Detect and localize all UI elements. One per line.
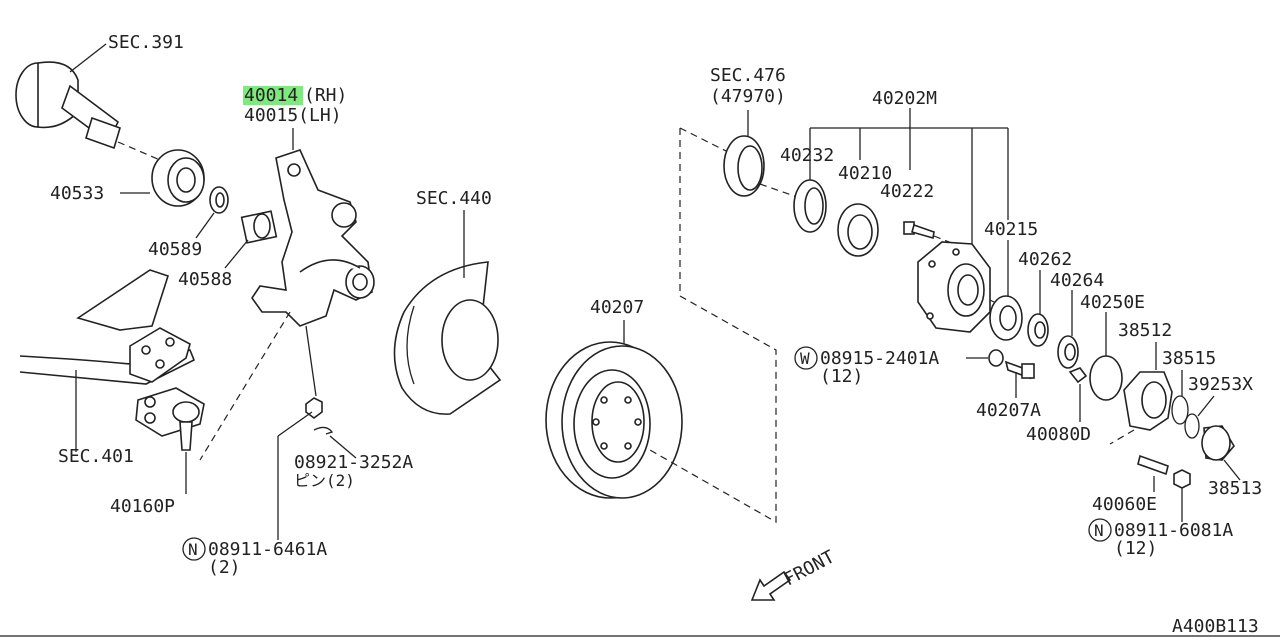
bearing-40210[interactable] xyxy=(837,203,879,257)
bolt-40207a[interactable] xyxy=(1004,360,1035,380)
free-running-hub-38512[interactable] xyxy=(1123,371,1173,431)
label-08911-6461a[interactable]: 08911-6461A xyxy=(208,539,327,560)
bearing-40215[interactable] xyxy=(989,295,1023,341)
w-mark: W xyxy=(800,349,810,368)
snap-ring-39253x[interactable] xyxy=(1184,413,1200,439)
label-sec440[interactable]: SEC.440 xyxy=(416,188,492,209)
label-qty-12b: (12) xyxy=(1114,538,1157,559)
label-40080d[interactable]: 40080D xyxy=(1026,424,1091,445)
label-40215[interactable]: 40215 xyxy=(984,219,1038,240)
bearing-40533[interactable] xyxy=(151,149,205,207)
label-40262[interactable]: 40262 xyxy=(1018,249,1072,270)
cap-38513[interactable] xyxy=(1201,425,1235,461)
label-40060e[interactable]: 40060E xyxy=(1092,494,1157,515)
washer-40262[interactable] xyxy=(1027,313,1049,347)
label-40264[interactable]: 40264 xyxy=(1050,270,1104,291)
wheel-hub-40202m[interactable] xyxy=(917,241,991,333)
cotter-pin[interactable] xyxy=(313,426,334,435)
sensor-rotor[interactable] xyxy=(723,135,765,197)
label-38515[interactable]: 38515 xyxy=(1162,348,1216,369)
label-40222[interactable]: 40222 xyxy=(880,181,934,202)
label-40014[interactable]: 40014 xyxy=(244,85,298,106)
diagram-code: A400B113 xyxy=(1172,616,1259,637)
locknut-40264[interactable] xyxy=(1057,335,1079,369)
lower-arm[interactable] xyxy=(19,269,196,385)
label-40160p[interactable]: 40160P xyxy=(110,496,175,517)
label-sec401[interactable]: SEC.401 xyxy=(58,446,134,467)
stud-40060e[interactable] xyxy=(1137,454,1169,476)
splash-shield[interactable] xyxy=(393,261,502,415)
seal-40232[interactable] xyxy=(793,179,827,233)
label-40588[interactable]: 40588 xyxy=(178,269,232,290)
drive-shaft[interactable] xyxy=(15,61,121,150)
label-39253x[interactable]: 39253X xyxy=(1188,374,1253,395)
washer-08915[interactable] xyxy=(988,349,1004,367)
label-40210[interactable]: 40210 xyxy=(838,163,892,184)
brake-rotor-40207[interactable] xyxy=(545,341,683,499)
label-08921[interactable]: 08921-3252A xyxy=(294,452,413,473)
label-front: FRONT xyxy=(780,546,838,590)
label-40232[interactable]: 40232 xyxy=(780,145,834,166)
label-08911-6081a[interactable]: 08911-6081A xyxy=(1114,520,1233,541)
front-arrow-icon xyxy=(750,570,792,601)
label-40207a[interactable]: 40207A xyxy=(976,400,1041,421)
label-47970: (47970) xyxy=(710,86,786,107)
w-mark-icon xyxy=(794,346,818,370)
label-38512[interactable]: 38512 xyxy=(1118,320,1172,341)
label-40207[interactable]: 40207 xyxy=(590,297,644,318)
highlight-40014 xyxy=(243,86,303,105)
label-40015[interactable]: 40015(LH) xyxy=(244,105,342,126)
label-40589[interactable]: 40589 xyxy=(148,239,202,260)
bolt-40080d[interactable] xyxy=(1068,367,1088,384)
n-mark-icon-2 xyxy=(1088,518,1112,542)
label-rh: (RH) xyxy=(304,85,347,106)
ball-joint-40160p[interactable] xyxy=(135,387,205,451)
label-qty-2: (2) xyxy=(208,557,241,578)
bushing-40588[interactable] xyxy=(240,210,278,244)
label-08915[interactable]: 08915-2401A xyxy=(820,348,939,369)
label-qty-12a: (12) xyxy=(820,366,863,387)
seal-40589[interactable] xyxy=(209,186,229,214)
steering-knuckle[interactable] xyxy=(251,149,375,327)
hub-bolt-40222[interactable] xyxy=(903,221,935,240)
n-mark-1: N xyxy=(188,540,198,559)
label-sec391[interactable]: SEC.391 xyxy=(108,32,184,53)
n-mark-2: N xyxy=(1094,521,1104,540)
snap-ring-38515[interactable] xyxy=(1171,395,1189,425)
gasket-40250e[interactable] xyxy=(1089,355,1123,401)
label-40533[interactable]: 40533 xyxy=(50,183,104,204)
n-mark-icon xyxy=(182,537,206,561)
label-40250e[interactable]: 40250E xyxy=(1080,292,1145,313)
label-40202m[interactable]: 40202M xyxy=(872,88,937,109)
label-pin: ピン(2) xyxy=(294,471,355,490)
nut-08911-6081a[interactable] xyxy=(1173,469,1191,489)
label-sec476[interactable]: SEC.476 xyxy=(710,65,786,86)
label-38513[interactable]: 38513 xyxy=(1208,478,1262,499)
